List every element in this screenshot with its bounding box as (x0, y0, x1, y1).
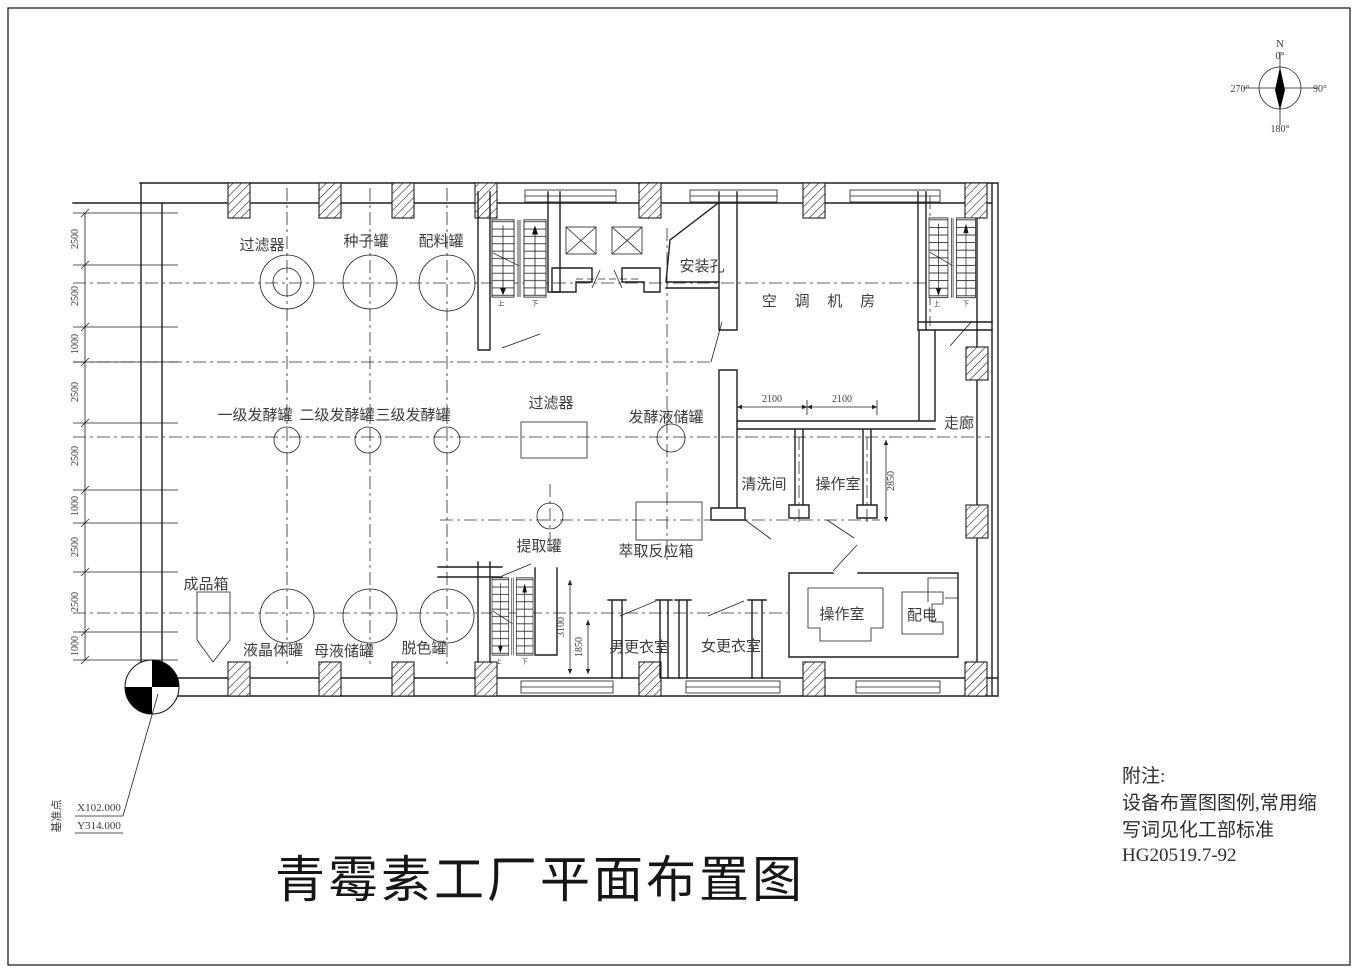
compass-0-label: 0° (1276, 51, 1285, 62)
men-locker-label: 男更衣室 (609, 639, 669, 656)
dim-left-7: 2500 (70, 537, 81, 557)
dimension-chain-left: 2500 2500 1000 2500 2500 1000 2500 2500 … (70, 208, 178, 665)
batch-tank-symbol (418, 254, 476, 312)
datum-leader-line (122, 693, 159, 817)
broth-tank-label: 发酵液储罐 (628, 409, 703, 426)
mother-tank-label: 母液储罐 (314, 643, 374, 660)
staircase-bottom-left (491, 577, 534, 667)
room-labels: 安装孔 空 调 机 房 走廊 清洗间 操作室 男更衣室 女更衣室 操作室 配电 (609, 258, 974, 656)
sheet-border (7, 7, 1351, 966)
notes-heading: 附注: (1122, 765, 1165, 787)
datum-y-coordinate: Y314.000 (77, 820, 121, 832)
crystal-tank-symbol (259, 588, 315, 644)
drawing-title: 青霉素工厂平面布置图 (275, 852, 805, 908)
dim-left-6: 1000 (70, 496, 81, 516)
interior-dimensions: 2100 2100 2850 3100 1850 (556, 394, 897, 674)
compass-rose: N 0° 270° 90° 180° (1231, 38, 1328, 135)
window-symbols-bottom (520, 680, 941, 694)
dim-left-1: 2500 (70, 229, 81, 249)
fermenter2-symbol (354, 426, 382, 454)
broth-tank-symbol (656, 423, 686, 453)
dim-left-5: 2500 (70, 446, 81, 466)
notes-line2: 写词见化工部标准 (1122, 819, 1274, 841)
fermenter3-symbol (433, 426, 461, 454)
product-box-symbol (196, 591, 231, 663)
elevator-shafts (565, 226, 643, 255)
dim-2850: 2850 (886, 471, 897, 491)
staircase-top-right (928, 217, 976, 309)
dim-2100-a: 2100 (762, 394, 782, 405)
fermenter2-label: 二级发酵罐 (299, 407, 374, 424)
compass-needle (1275, 67, 1285, 110)
seed-tank-label: 种子罐 (343, 233, 388, 250)
datum-point: X102.000 Y314.000 基准点 (50, 659, 180, 834)
decolor-tank-label: 脱色罐 (401, 640, 446, 657)
extract-tank-symbol (536, 502, 564, 530)
filter-mid-label: 过滤器 (528, 395, 573, 412)
wash-room-label: 清洗间 (741, 476, 786, 493)
filter-mid-symbol (520, 421, 588, 459)
equipment-labels: 过滤器 种子罐 配料罐 一级发酵罐 二级发酵罐 三级发酵罐 过滤器 发酵液储罐 … (183, 233, 703, 660)
datum-x-coordinate: X102.000 (77, 802, 121, 814)
install-hole-label: 安装孔 (679, 258, 724, 275)
filter-top-label: 过滤器 (239, 237, 284, 254)
dim-left-2: 2500 (70, 286, 81, 306)
grid-center-lines (73, 188, 990, 668)
interior-walls (437, 191, 993, 679)
mother-tank-symbol (342, 588, 398, 644)
dim-left-4: 2500 (70, 382, 81, 402)
extract-box-label: 萃取反应箱 (618, 542, 693, 560)
corridor-label: 走廊 (944, 415, 974, 432)
power-room-label: 配电 (907, 607, 937, 624)
building-outer-walls (72, 182, 999, 697)
operation-room-lower-label: 操作室 (819, 606, 864, 623)
dim-left-8: 2500 (70, 592, 81, 612)
dim-2100-b: 2100 (832, 394, 852, 405)
compass-90-label: 90° (1313, 84, 1327, 95)
fermenter1-label: 一级发酵罐 (217, 407, 292, 424)
fermenter3-label: 三级发酵罐 (375, 407, 450, 424)
structural-columns (227, 182, 989, 697)
dim-left-9: 1000 (70, 636, 81, 656)
dim-1850: 1850 (574, 637, 585, 657)
women-locker-label: 女更衣室 (701, 637, 761, 655)
seed-tank-symbol (342, 254, 398, 310)
notes-block: 附注: 设备布置图图例,常用缩 写词见化工部标准 HG20519.7-92 (1122, 765, 1317, 866)
compass-north-label: N (1276, 38, 1284, 50)
compass-180-label: 180° (1271, 124, 1290, 135)
fermenter1-symbol (273, 426, 301, 454)
decolor-tank-symbol (419, 588, 475, 644)
extract-box-symbol (635, 501, 703, 541)
compass-270-label: 270° (1231, 84, 1250, 95)
window-symbols-top (524, 189, 941, 203)
door-swings (501, 269, 973, 617)
filter-top-symbol (259, 254, 315, 310)
batch-tank-label: 配料罐 (418, 233, 463, 250)
dim-left-3: 1000 (70, 334, 81, 354)
notes-line1: 设备布置图图例,常用缩 (1122, 792, 1317, 814)
notes-line3: HG20519.7-92 (1122, 845, 1237, 866)
equipment-symbols (196, 254, 703, 663)
dim-3100: 3100 (556, 617, 567, 637)
operation-room-upper-label: 操作室 (815, 476, 860, 493)
hvac-room-label: 空 调 机 房 (762, 293, 882, 310)
crystal-tank-label: 液晶体罐 (243, 642, 303, 659)
staircase-top-left (491, 219, 547, 308)
product-box-label: 成品箱 (183, 576, 228, 593)
datum-label: 基准点 (50, 800, 63, 833)
extract-tank-label: 提取罐 (516, 538, 561, 555)
